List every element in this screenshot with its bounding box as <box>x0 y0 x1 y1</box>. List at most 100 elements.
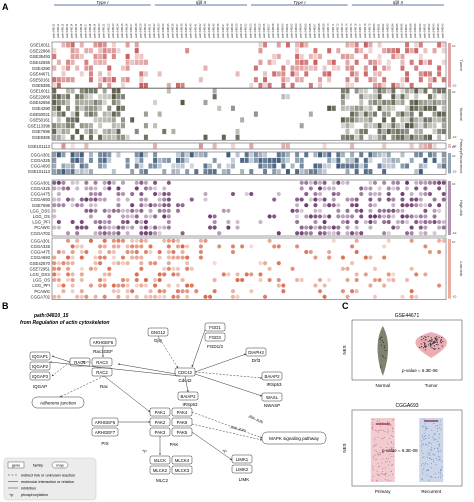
gene-label: ARHGEF6 <box>95 420 116 425</box>
heatmap-cell <box>382 88 387 94</box>
violin2-point <box>426 427 428 429</box>
col-label: path:048187 <box>404 23 408 38</box>
heatmap-cell <box>98 219 103 225</box>
heatmap-cell <box>139 180 144 185</box>
heatmap-cell <box>98 82 103 89</box>
heatmap-cell <box>240 157 245 163</box>
heatmap-cell <box>61 163 66 169</box>
heatmap-cell <box>391 82 396 89</box>
violin1-point <box>420 343 422 345</box>
heatmap-cell <box>395 123 400 129</box>
heatmap-cell <box>340 255 345 260</box>
heatmap-cell <box>299 169 304 175</box>
heatmap-cell <box>84 180 89 185</box>
heatmap-cell <box>139 152 144 158</box>
heatmap-cell <box>153 191 158 197</box>
heatmap-cell <box>116 105 121 111</box>
heatmap-cell <box>437 88 442 94</box>
heatmap-cell <box>322 203 327 208</box>
heatmap-cell <box>409 82 414 89</box>
heatmap-cell <box>427 191 433 197</box>
heatmap-cell <box>281 152 286 158</box>
col-label: path:048185 <box>395 23 399 38</box>
heatmap-cell <box>180 82 185 89</box>
heatmap-cell <box>267 266 272 271</box>
heatmap-cell <box>88 152 93 158</box>
heatmap-cell <box>75 294 80 299</box>
heatmap-cell <box>391 277 396 283</box>
heatmap-cell <box>52 99 57 106</box>
heatmap-cell <box>226 208 231 213</box>
violin2-point <box>425 429 427 431</box>
heatmap-cell <box>382 283 387 288</box>
heatmap-cell <box>382 157 387 163</box>
heatmap-cell <box>56 59 61 65</box>
violin2-point <box>439 420 441 422</box>
heatmap-cell <box>272 71 277 77</box>
heatmap-cell <box>414 105 419 111</box>
violin2-point <box>371 427 373 429</box>
heatmap-cell <box>318 77 323 83</box>
heatmap-cell <box>88 169 93 175</box>
heatmap-cell <box>400 82 405 89</box>
heatmap-cell <box>313 203 318 208</box>
heatmap-cell <box>386 157 391 163</box>
heatmap-cell <box>299 186 304 191</box>
heatmap-cell <box>258 272 263 277</box>
violin2-point <box>379 453 381 455</box>
violin2-point <box>427 469 429 471</box>
heatmap-cell <box>148 208 153 213</box>
col-label: path:048124 <box>115 23 119 38</box>
heatmap-cell <box>359 94 364 100</box>
heatmap-cell <box>276 152 281 158</box>
heatmap-cell <box>281 82 286 89</box>
heatmap-cell <box>382 77 387 83</box>
heatmap-cell <box>327 249 332 255</box>
heatmap-cell <box>340 180 345 185</box>
heatmap-cell <box>166 157 171 163</box>
heatmap-cell <box>116 99 121 106</box>
heatmap-cell <box>423 71 428 77</box>
heatmap-cell <box>359 163 364 169</box>
heatmap-cell <box>368 214 373 219</box>
heatmap-cell <box>404 231 410 236</box>
heatmap-cell <box>391 208 396 213</box>
violin2-point <box>378 429 380 431</box>
heatmap-cell <box>93 117 98 123</box>
heatmap-cell <box>322 152 327 158</box>
row-label: CGGA325 <box>31 158 51 163</box>
heatmap-cell <box>157 231 162 236</box>
heatmap-cell <box>139 225 144 230</box>
violin2-point <box>377 436 379 438</box>
col-label: path:048188 <box>409 23 413 38</box>
heatmap-cell <box>313 283 318 288</box>
heatmap-cell <box>400 197 405 202</box>
violin1-point <box>424 343 426 345</box>
heatmap-cell <box>263 71 268 77</box>
heatmap-cell <box>102 231 107 236</box>
heatmap-cell <box>102 197 107 202</box>
heatmap-cell <box>221 208 226 213</box>
heatmap-cell <box>84 197 89 202</box>
gene-label: ARHGEF7 <box>95 430 116 435</box>
heatmap-cell <box>107 82 112 89</box>
heatmap-cell <box>88 191 94 197</box>
heatmap-cell <box>372 71 377 77</box>
heatmap-cell <box>120 208 126 213</box>
heatmap-cell <box>230 244 236 249</box>
heatmap-cell <box>285 169 290 175</box>
violin2-point <box>441 461 443 463</box>
violin1-point <box>435 343 437 346</box>
heatmap-cell <box>368 105 373 111</box>
violin1-point <box>381 354 383 357</box>
heatmap-cell <box>382 48 387 54</box>
heatmap-cell <box>350 152 355 158</box>
heatmap-cell <box>331 231 336 236</box>
heatmap-cell <box>317 197 323 202</box>
heatmap-cell <box>212 277 217 283</box>
heatmap-cell <box>414 294 419 299</box>
heatmap-cell <box>350 157 355 163</box>
heatmap-cell <box>153 143 158 149</box>
adherens-junction-box <box>31 396 85 409</box>
row-label: GSE9385 <box>32 135 51 140</box>
